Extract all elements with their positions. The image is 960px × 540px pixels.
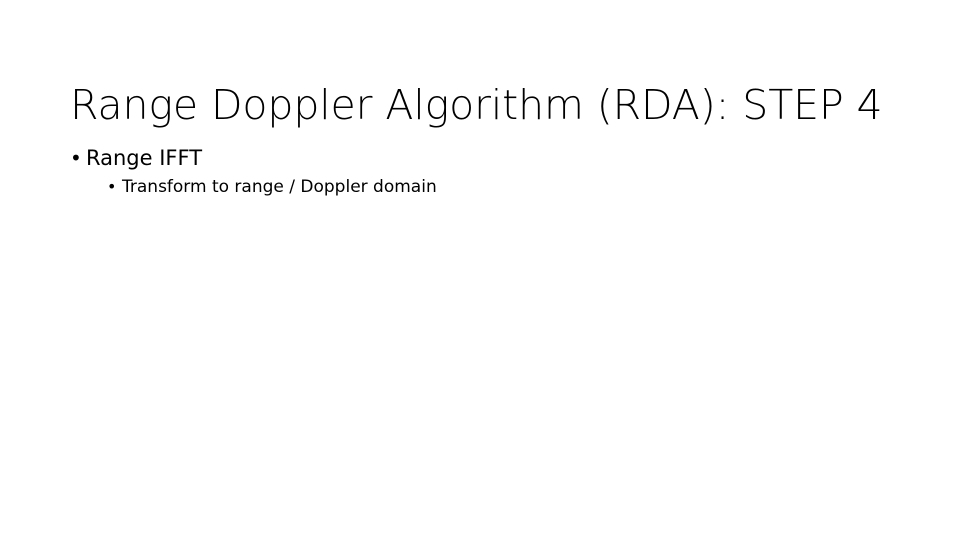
bullet-point-icon: • [107, 176, 117, 196]
bullet-list: • Range IFFT • Transform to range / Dopp… [70, 144, 900, 199]
list-item: • Range IFFT [70, 144, 900, 173]
page-title: Range Doppler Algorithm (RDA): STEP 4 [70, 81, 883, 130]
list-item-label: Transform to range / Doppler domain [122, 176, 437, 197]
bullet-point-icon: • [70, 146, 82, 170]
list-item-label: Range IFFT [86, 146, 203, 170]
list-item: • Transform to range / Doppler domain [107, 176, 900, 199]
